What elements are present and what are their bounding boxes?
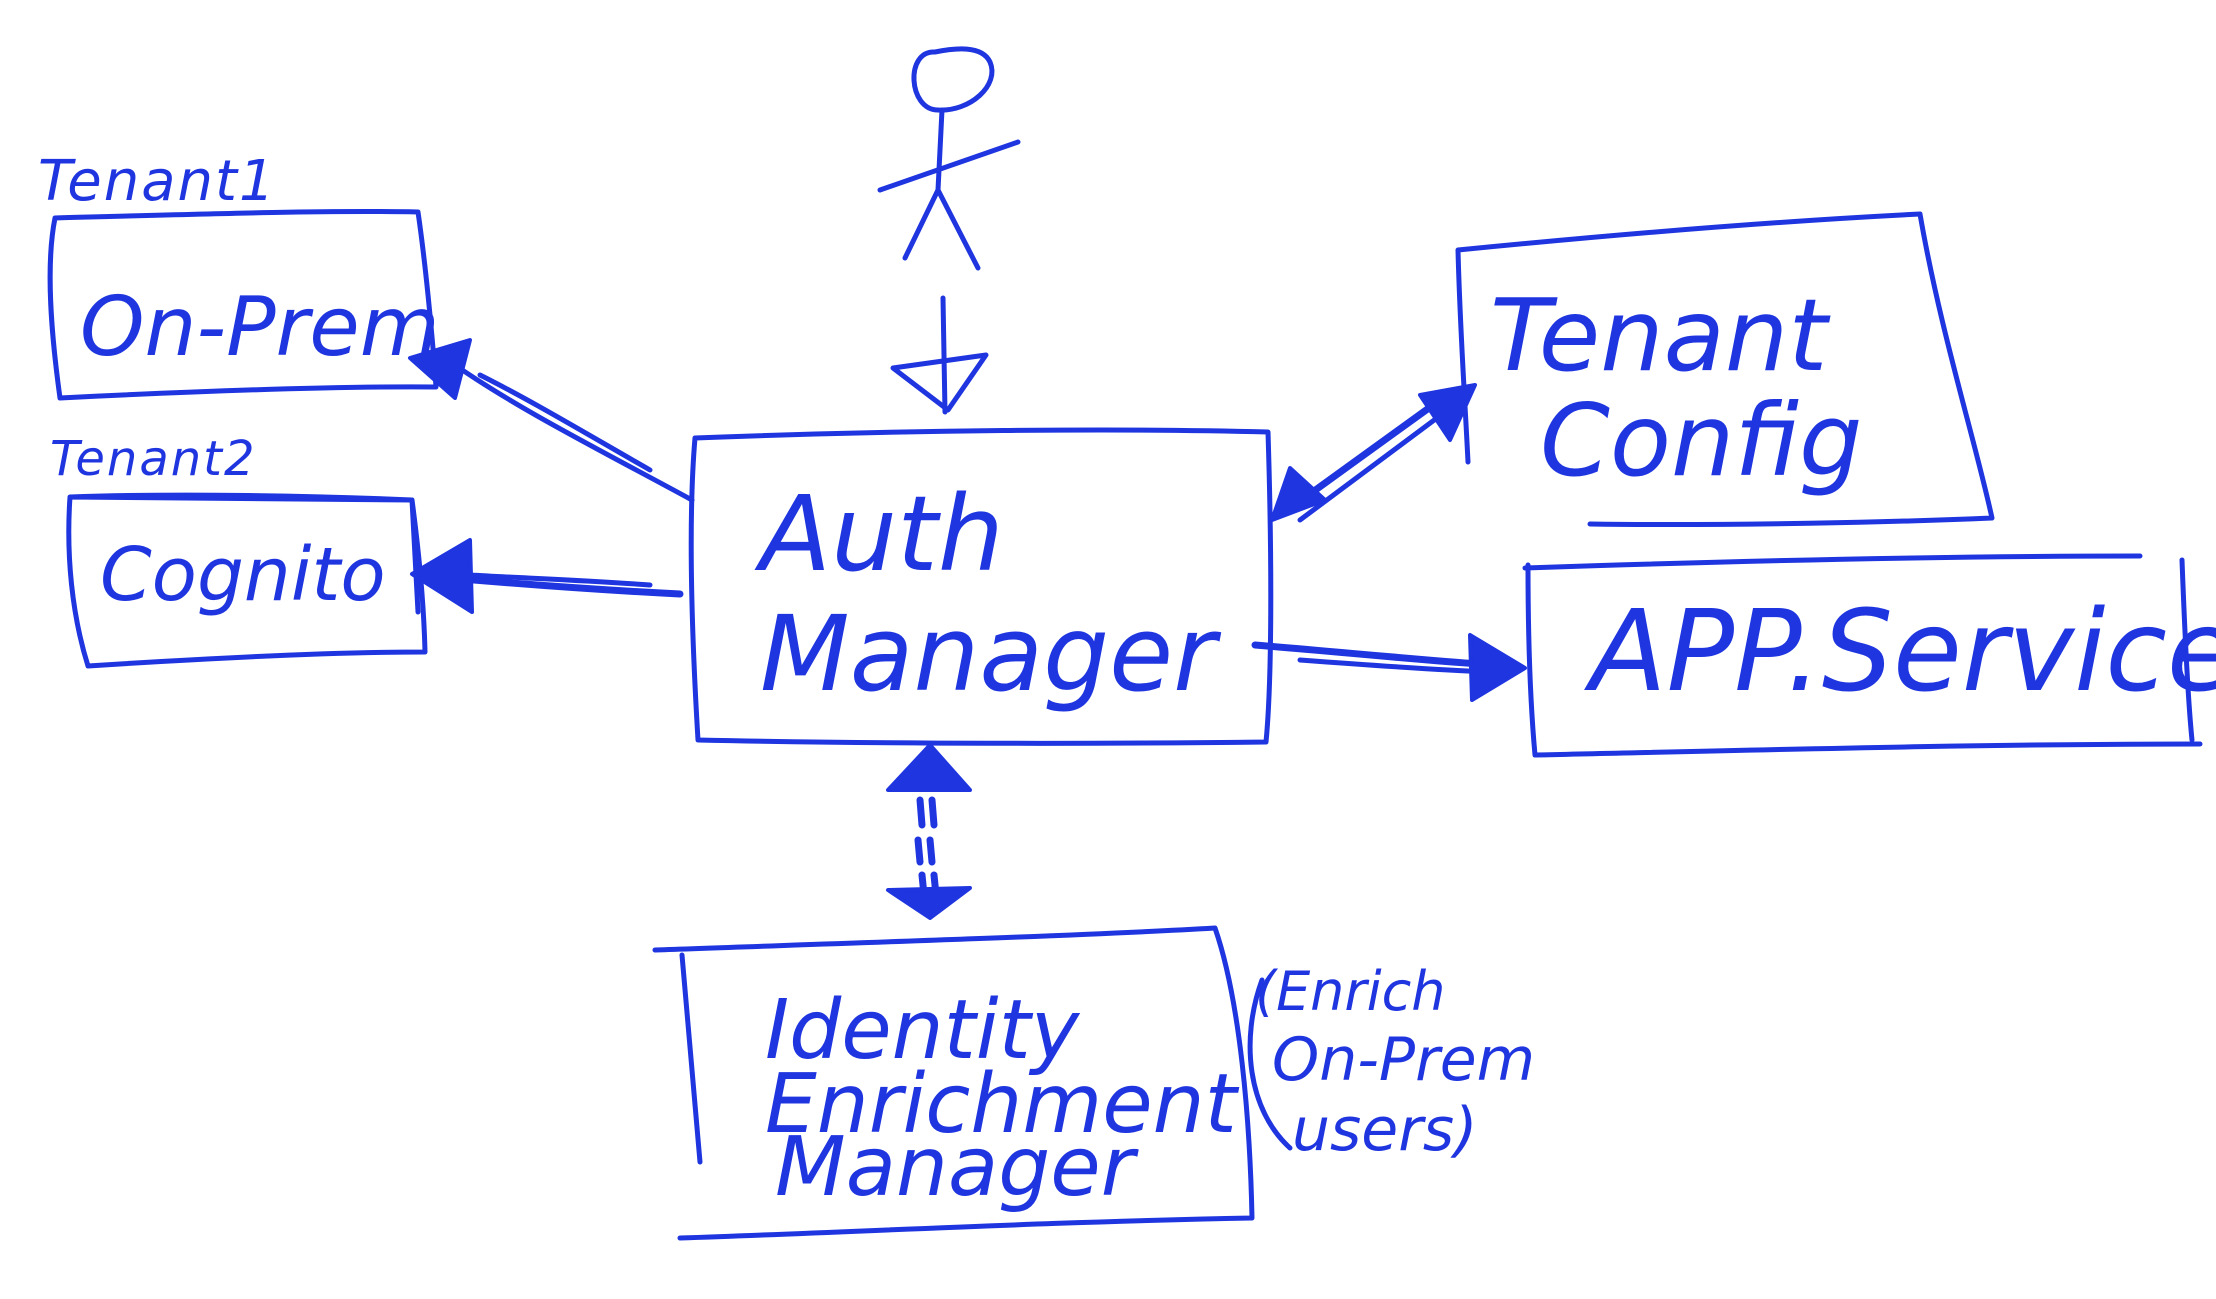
tenant2-label: Tenant2	[50, 431, 257, 487]
cognito-label: Cognito	[100, 532, 386, 618]
auth-to-cognito-arrow	[410, 538, 684, 614]
annotation-line1: (Enrich	[1255, 960, 1446, 1023]
auth-manager-title-line2: Manager	[760, 593, 1222, 715]
cognito-box	[66, 492, 428, 669]
tenant-config-node: Tenant Config	[1455, 211, 1995, 528]
user-actor-icon	[877, 46, 1021, 271]
tenant1-group: Tenant1 On-Prem	[38, 149, 440, 401]
enrich-annotation: (Enrich On-Prem users)	[1247, 960, 1535, 1165]
auth-manager-title-line1: Auth	[754, 473, 1004, 595]
auth-to-app-service-arrow	[1251, 633, 1527, 702]
actor-to-auth-arrow	[890, 295, 989, 415]
auth-to-onprem-arrow	[408, 338, 695, 503]
auth-to-identity-arrow	[886, 743, 972, 920]
auth-to-tenant-config-arrow	[1270, 383, 1477, 523]
tenant-config-title-line2: Config	[1540, 382, 1862, 499]
tenant2-group: Tenant2 Cognito	[50, 431, 428, 669]
identity-title-line2: Enrichment	[765, 1057, 1240, 1152]
annotation-line2: On-Prem	[1272, 1025, 1535, 1095]
identity-enrichment-node: Identity Enrichment Manager	[652, 925, 1255, 1241]
tenant1-label: Tenant1	[38, 149, 277, 214]
on-prem-label: On-Prem	[80, 280, 440, 375]
tenant-config-title-line1: Tenant	[1490, 277, 1831, 394]
identity-title-line3: Manager	[775, 1120, 1139, 1215]
app-service-node: APP.Service	[1522, 553, 2216, 758]
annotation-line3: users)	[1292, 1095, 1478, 1165]
identity-title-line1: Identity	[765, 983, 1081, 1078]
on-prem-box	[47, 208, 439, 401]
auth-manager-node: Auth Manager	[688, 427, 1274, 746]
app-service-label: APP.Service	[1584, 587, 2216, 717]
